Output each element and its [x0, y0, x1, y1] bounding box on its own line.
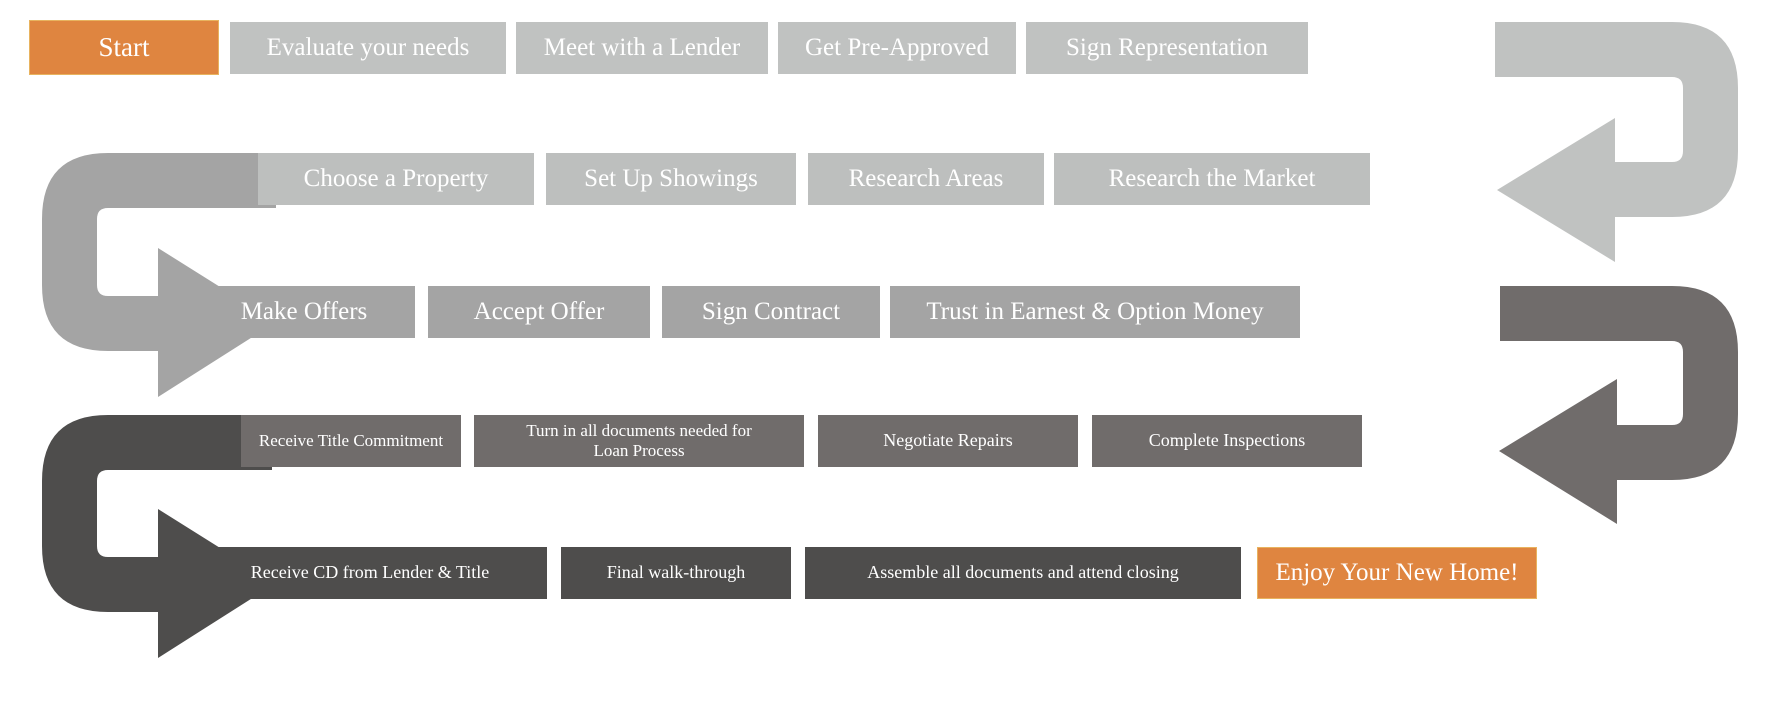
- step-sign-contract[interactable]: Sign Contract: [662, 286, 880, 338]
- step-assemble-all-documents-and-attend-closing[interactable]: Assemble all documents and attend closin…: [805, 547, 1241, 599]
- connector-row3-to-row4: [1499, 286, 1738, 524]
- step-receive-cd-from-lender-and-title[interactable]: Receive CD from Lender & Title: [193, 547, 547, 599]
- step-choose-a-property[interactable]: Choose a Property: [258, 153, 534, 205]
- step-set-up-showings[interactable]: Set Up Showings: [546, 153, 796, 205]
- step-evaluate-your-needs[interactable]: Evaluate your needs: [230, 22, 506, 74]
- step-research-the-market[interactable]: Research the Market: [1054, 153, 1370, 205]
- step-research-areas[interactable]: Research Areas: [808, 153, 1044, 205]
- step-negotiate-repairs[interactable]: Negotiate Repairs: [818, 415, 1078, 467]
- step-accept-offer[interactable]: Accept Offer: [428, 286, 650, 338]
- connector-row2-to-row3: [42, 153, 276, 397]
- step-get-pre-approved[interactable]: Get Pre-Approved: [778, 22, 1016, 74]
- step-sign-representation[interactable]: Sign Representation: [1026, 22, 1308, 74]
- step-make-offers[interactable]: Make Offers: [193, 286, 415, 338]
- step-final-walk-through[interactable]: Final walk-through: [561, 547, 791, 599]
- step-receive-title-commitment[interactable]: Receive Title Commitment: [241, 415, 461, 467]
- step-start[interactable]: Start: [29, 20, 219, 75]
- step-trust-in-earnest-and-option-money[interactable]: Trust in Earnest & Option Money: [890, 286, 1300, 338]
- step-meet-with-a-lender[interactable]: Meet with a Lender: [516, 22, 768, 74]
- step-complete-inspections[interactable]: Complete Inspections: [1092, 415, 1362, 467]
- connector-row1-to-row2: [1495, 22, 1738, 262]
- step-enjoy-your-new-home[interactable]: Enjoy Your New Home!: [1257, 547, 1537, 599]
- step-turn-in-all-documents-loan-process[interactable]: Turn in all documents needed for Loan Pr…: [474, 415, 804, 467]
